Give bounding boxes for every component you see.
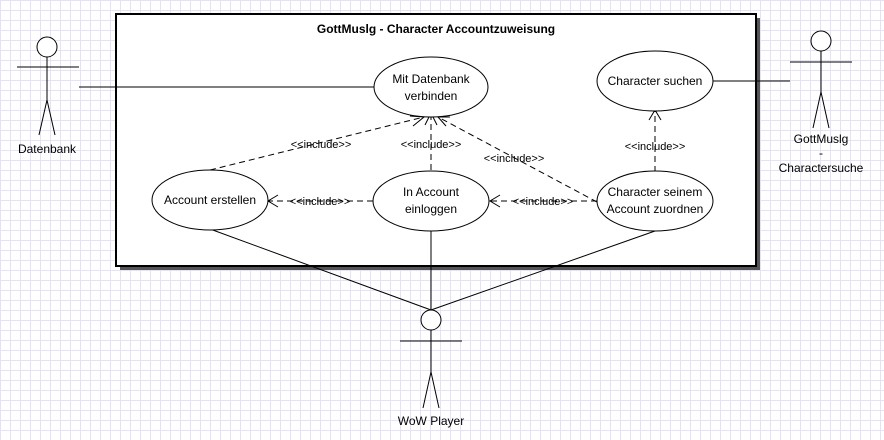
actor-label: Charactersuche — [779, 161, 864, 175]
usecase-label: einloggen — [405, 202, 457, 216]
usecase-label: Character suchen — [608, 74, 703, 88]
actor-charactersuche[interactable]: GottMuslg - Charactersuche — [779, 30, 864, 175]
association-player-character-zuordnen[interactable] — [430, 230, 656, 311]
usecase-label: In Account — [403, 185, 460, 199]
include-label: <<include>> — [291, 139, 352, 151]
dependency-account-erstellen-datenbank[interactable] — [209, 116, 425, 171]
actor-label: WoW Player — [398, 414, 464, 428]
system-title: GottMuslg - Character Accountzuweisung — [317, 22, 555, 36]
include-label: <<include>> — [290, 196, 351, 208]
actor-label: Datenbank — [18, 142, 77, 156]
include-label: <<include>> — [513, 196, 574, 208]
actor-datenbank[interactable]: Datenbank — [17, 36, 79, 156]
usecase-character-suchen[interactable]: Character suchen — [596, 50, 714, 112]
association-player-account-erstellen[interactable] — [209, 228, 432, 311]
usecase-in-account-einloggen[interactable]: In Account einloggen — [372, 170, 490, 232]
dependency-arrowhead — [489, 194, 501, 208]
include-label: <<include>> — [625, 141, 686, 153]
usecase-label: verbinden — [405, 89, 458, 103]
include-label: <<include>> — [484, 153, 545, 165]
actor-head-icon — [420, 309, 442, 331]
usecase-character-account-zuordnen[interactable]: Character seinem Account zuordnen — [596, 170, 714, 232]
dependency-zuordnen-datenbank[interactable] — [437, 116, 598, 203]
usecase-label: Character seinem — [608, 185, 703, 199]
actor-head-icon — [810, 30, 832, 52]
usecase-label: Mit Datenbank — [392, 72, 470, 86]
actor-label: GottMuslg — [794, 132, 849, 146]
include-label: <<include>> — [401, 139, 462, 151]
usecase-label: Account erstellen — [164, 193, 256, 207]
actor-wow-player[interactable]: WoW Player — [398, 309, 464, 428]
actor-label: - — [819, 146, 823, 160]
usecase-account-erstellen[interactable]: Account erstellen — [151, 169, 269, 231]
usecase-mit-datenbank-verbinden[interactable]: Mit Datenbank verbinden — [373, 56, 489, 118]
usecase-label: Account zuordnen — [607, 202, 704, 216]
actor-head-icon — [36, 36, 58, 58]
